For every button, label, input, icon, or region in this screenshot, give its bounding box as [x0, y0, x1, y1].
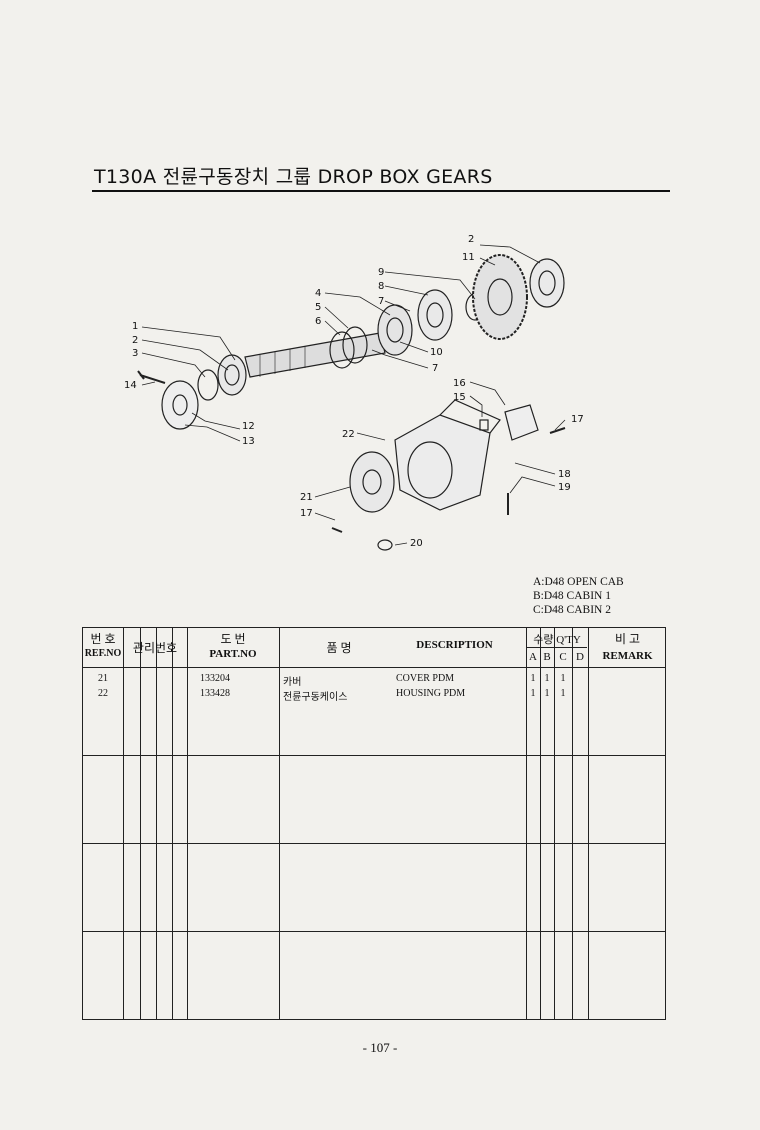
gearbox-housing	[394, 399, 501, 511]
washer-6	[329, 331, 355, 369]
callout: 21	[300, 492, 313, 503]
callout: 7	[432, 363, 438, 374]
row-2-name-kr: 전륜구동케이스	[283, 692, 348, 703]
bolt-17-lower	[331, 527, 343, 533]
header-remark-kr: 비 고	[614, 632, 641, 646]
bolt-17	[549, 427, 566, 434]
bearing-right	[529, 258, 565, 308]
callout: 9	[378, 267, 384, 278]
row-2-desc: HOUSING PDM	[396, 688, 466, 699]
row-1-qty-c: 1	[560, 673, 566, 684]
legend-a: A:D48 OPEN CAB	[533, 576, 624, 588]
gear-hub	[377, 289, 453, 356]
callout: 10	[430, 347, 443, 358]
row-2-qty-a: 1	[530, 688, 536, 699]
callout: 22	[342, 429, 355, 440]
row-1-qty-b: 1	[544, 673, 550, 684]
header-qty-b: B	[543, 651, 551, 663]
callout: 15	[453, 392, 466, 403]
header-description: DESCRIPTION	[416, 639, 493, 651]
row-2-qty-b: 1	[544, 688, 550, 699]
header-name-kr: 품 명	[326, 641, 352, 655]
row-1-qty-a: 1	[530, 673, 536, 684]
header-part-kr: 도 번	[220, 632, 246, 646]
header-qty-d: D	[576, 651, 584, 663]
callout: 2	[468, 234, 474, 245]
header-qty-a: A	[529, 651, 537, 663]
header-mgmt: 관리번호	[132, 641, 178, 655]
large-gear	[472, 254, 528, 340]
cover-plate-16	[504, 404, 539, 441]
row-1-desc: COVER PDM	[396, 673, 455, 684]
row-1-name-kr: 카버	[283, 677, 302, 688]
callout: 7	[378, 296, 384, 307]
bearing-left	[217, 354, 247, 396]
housing-cover	[349, 451, 395, 513]
callout: 6	[315, 316, 321, 327]
row-1-ref: 21	[98, 673, 108, 684]
callout: 11	[462, 252, 475, 263]
page-title: T130A 전륜구동장치 그룹 DROP BOX GEARS	[94, 166, 493, 188]
snap-ring	[197, 369, 219, 401]
washer-5	[342, 326, 368, 364]
plug-15	[479, 419, 489, 431]
callout: 20	[410, 538, 423, 549]
callout: 1	[132, 321, 138, 332]
model-legend: A:D48 OPEN CAB B:D48 CABIN 1 C:D48 CABIN…	[533, 575, 624, 617]
plug-20	[377, 539, 393, 551]
flange-plate	[161, 380, 199, 430]
callout: 4	[315, 288, 321, 299]
title-rule	[92, 190, 670, 192]
callout: 5	[315, 302, 321, 313]
row-2-qty-c: 1	[560, 688, 566, 699]
header-remark-en: REMARK	[602, 650, 653, 662]
callout: 16	[453, 378, 466, 389]
exploded-parts-diagram: 1 2 3 4 5 6 7 8 9 10 11 12 13 14 15 16 1…	[124, 234, 584, 551]
callout: 19	[558, 482, 571, 493]
callout: 2	[132, 335, 138, 346]
row-2-ref: 22	[98, 688, 108, 699]
legend-c: C:D48 CABIN 2	[533, 604, 611, 616]
header-qty: 수량 Q'TY	[533, 634, 581, 646]
bolt-14	[137, 370, 166, 384]
callout: 3	[132, 348, 138, 359]
legend-b: B:D48 CABIN 1	[533, 590, 611, 602]
header-qty-c: C	[559, 651, 567, 663]
callout: 17	[300, 508, 313, 519]
callout: 17	[571, 414, 584, 425]
shaft-part	[244, 332, 386, 378]
callout: 18	[558, 469, 571, 480]
parts-table: 번 호 REF.NO 관리번호 도 번 PART.NO 품 명 DESCRIPT…	[82, 627, 666, 1020]
callout-labels: 1 2 3 4 5 6 7 8 9 10 11 12 13 14 15 16 1…	[124, 234, 584, 549]
header-ref-kr: 번 호	[90, 632, 116, 646]
header-ref-en: REF.NO	[84, 648, 122, 659]
header-part-en: PART.NO	[209, 648, 257, 660]
callout: 14	[124, 380, 137, 391]
callout: 12	[242, 421, 255, 432]
row-1-part: 133204	[200, 673, 230, 684]
callout: 8	[378, 281, 384, 292]
page-number: - 107 -	[362, 1040, 398, 1055]
row-2-part: 133428	[200, 688, 230, 699]
callout: 13	[242, 436, 255, 447]
